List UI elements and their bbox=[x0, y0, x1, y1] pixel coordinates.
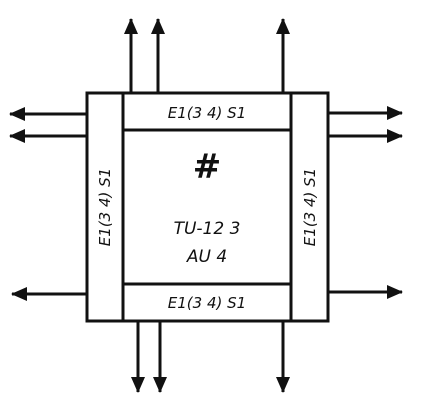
bottom-strip-label: E1(3 4) S1 bbox=[168, 294, 246, 312]
hash-symbol: # bbox=[193, 147, 222, 187]
au4-label: AU 4 bbox=[186, 247, 227, 267]
top-strip-label: E1(3 4) S1 bbox=[168, 104, 246, 122]
outer-frame bbox=[85, 91, 330, 323]
left-strip-label: E1(3 4) S1 bbox=[96, 168, 114, 246]
tu12-label: TU-12 3 bbox=[174, 219, 241, 239]
right-strip-label: E1(3 4) S1 bbox=[301, 168, 319, 246]
